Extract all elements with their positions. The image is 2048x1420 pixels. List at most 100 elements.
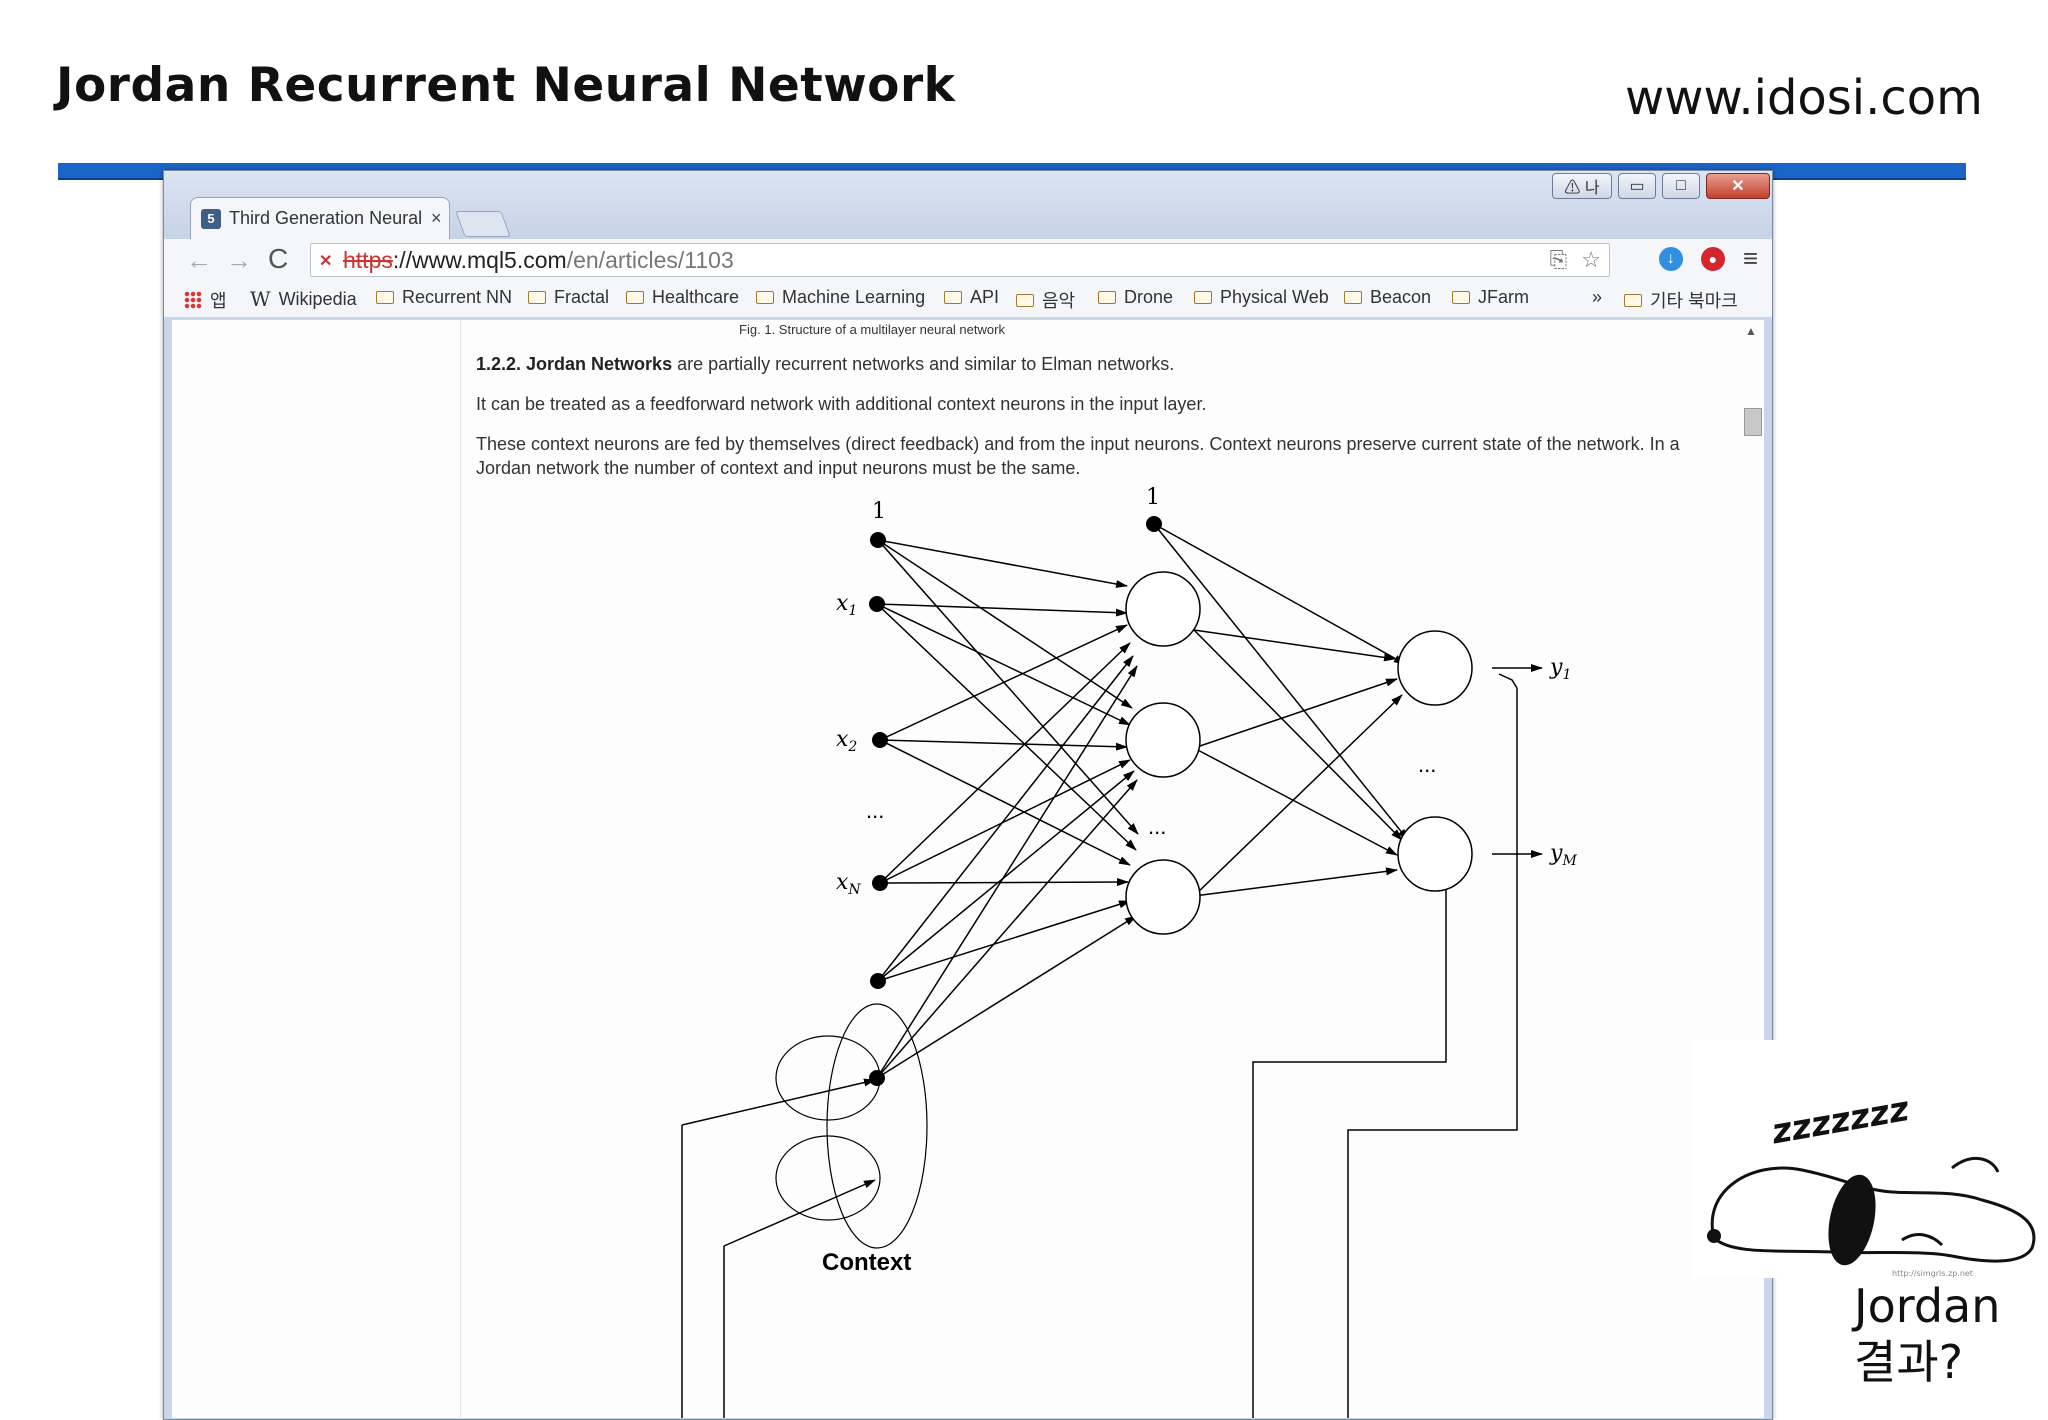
y1-label: y1 xyxy=(1549,655,1571,683)
stop-icon[interactable]: ● xyxy=(1700,246,1725,271)
bookmark-music[interactable]: 음악 xyxy=(1016,287,1075,313)
folder-icon xyxy=(1452,291,1470,304)
output-neuron-1 xyxy=(1397,630,1473,706)
snoopy-drawing: zzzzzzz http://simgrls.zp.net xyxy=(1707,1089,2036,1278)
back-arrow-icon[interactable]: ← xyxy=(186,245,212,275)
bookmark-healthcare[interactable]: Healthcare xyxy=(626,287,739,308)
x2-label: x2 xyxy=(836,727,857,755)
context-node-1 xyxy=(870,973,886,989)
bookmark-apps[interactable]: 앱 xyxy=(184,287,227,313)
address-bar[interactable]: ✕ https://www.mql5.com/en/articles/1103 … xyxy=(310,243,1610,277)
url-path: /en/articles/1103 xyxy=(566,246,734,273)
image-watermark: http://simgrls.zp.net xyxy=(1892,1269,1973,1278)
forward-arrow-icon[interactable]: → xyxy=(226,245,252,275)
bias-hidden-node xyxy=(1146,516,1162,532)
browser-toolbar: ← → C ✕ https://www.mql5.com/en/articles… xyxy=(164,239,1772,281)
sleep-zzz-text: zzzzzzz xyxy=(1768,1089,1913,1153)
neurons xyxy=(1125,571,1473,935)
bookmarks-bar: 앱 W Wikipedia Recurrent NN Fractal Health… xyxy=(164,281,1772,318)
folder-icon xyxy=(756,291,774,304)
wikipedia-icon: W xyxy=(250,287,271,311)
folder-icon xyxy=(944,291,962,304)
paragraph-1: It can be treated as a feedforward netwo… xyxy=(476,394,1207,414)
snoopy-paw xyxy=(1901,1233,1944,1247)
reload-icon[interactable]: C xyxy=(268,243,289,274)
bookmarks-overflow-chevron[interactable]: » xyxy=(1592,287,1603,307)
scroll-thumb[interactable] xyxy=(1744,408,1762,436)
bookmark-label: JFarm xyxy=(1478,287,1529,307)
warning-button[interactable]: ⚠ 나 xyxy=(1552,173,1612,199)
heading-bold: 1.2.2. Jordan Networks xyxy=(476,354,673,374)
minimize-button[interactable]: ▭ xyxy=(1618,173,1656,199)
bookmark-label: 기타 북마크 xyxy=(1650,291,1738,311)
bias-hidden-label: 1 xyxy=(1146,485,1160,510)
hidden-neuron-3 xyxy=(1125,859,1201,935)
download-icon[interactable]: ↓ xyxy=(1658,246,1683,271)
vertical-scrollbar[interactable]: ▲ xyxy=(1742,324,1762,1414)
page-column-divider xyxy=(460,320,461,1418)
bookmark-label: 앱 xyxy=(210,291,227,311)
bookmark-fractal[interactable]: Fractal xyxy=(528,287,609,308)
bookmark-other[interactable]: 기타 북마크 xyxy=(1624,287,1738,313)
browser-tab[interactable]: 5 Third Generation Neural × xyxy=(190,197,450,239)
ellipsis-inputs: ... xyxy=(866,798,884,823)
slide-title: Jordan Recurrent Neural Network xyxy=(56,58,956,113)
input-nodes xyxy=(869,516,1162,1086)
close-window-button[interactable]: ✕ xyxy=(1706,173,1770,199)
folder-icon xyxy=(1098,291,1116,304)
heading-rest: are partially recurrent networks and sim… xyxy=(672,354,1175,374)
url-scheme: https xyxy=(343,246,393,273)
apps-icon xyxy=(184,291,202,309)
translate-icon[interactable]: ⎘ xyxy=(1549,247,1568,272)
bookmark-label: Drone xyxy=(1124,287,1174,307)
overlay-caption: Jordan 결과? xyxy=(1848,1278,2007,1390)
diagram-labels: 1 1 x1 x2 ... xN ... ... y1 yM Context xyxy=(822,485,1577,1276)
input-node-xn xyxy=(872,875,888,891)
browser-titlebar: ⚠ 나 ▭ □ ✕ 5 Third Generation Neural × xyxy=(164,171,1772,239)
folder-icon xyxy=(1194,291,1212,304)
maximize-button[interactable]: □ xyxy=(1662,173,1700,199)
output-neuron-m xyxy=(1397,816,1473,892)
bookmark-jfarm[interactable]: JFarm xyxy=(1452,287,1529,308)
feedback-loops xyxy=(681,673,1518,1418)
bookmark-api[interactable]: API xyxy=(944,287,999,308)
star-icon[interactable]: ☆ xyxy=(1581,247,1601,272)
folder-icon xyxy=(626,291,644,304)
input-to-hidden-edges xyxy=(876,539,1139,1079)
bookmark-label: Healthcare xyxy=(652,287,740,307)
folder-icon xyxy=(1624,293,1642,307)
bookmark-label: Physical Web xyxy=(1220,287,1329,307)
bookmark-drone[interactable]: Drone xyxy=(1098,287,1173,308)
paragraph-2-line-1: These context neurons are fed by themsel… xyxy=(476,434,1680,454)
caption-line-1: Jordan xyxy=(1854,1279,2001,1333)
xn-label: xN xyxy=(836,870,861,898)
url-host: ://www.mql5.com xyxy=(392,246,567,273)
menu-icon[interactable]: ≡ xyxy=(1742,243,1758,273)
browser-window: ⚠ 나 ▭ □ ✕ 5 Third Generation Neural × ← … xyxy=(163,170,1773,1420)
hidden-neuron-2 xyxy=(1125,702,1201,778)
new-tab-button[interactable] xyxy=(455,211,511,237)
bookmark-machine-learning[interactable]: Machine Learning xyxy=(756,287,925,308)
bookmark-physical-web[interactable]: Physical Web xyxy=(1194,287,1329,308)
snoopy-ear-tip xyxy=(1951,1157,2000,1173)
context-ellipses xyxy=(775,1003,928,1249)
bookmark-beacon[interactable]: Beacon xyxy=(1344,287,1431,308)
bookmark-recurrent-nn[interactable]: Recurrent NN xyxy=(376,287,512,308)
hidden-neuron-1 xyxy=(1125,571,1201,647)
tab-title: Third Generation Neural xyxy=(229,208,423,228)
scroll-up-arrow-icon[interactable]: ▲ xyxy=(1745,324,1757,338)
caption-line-2: 결과? xyxy=(1854,1335,1964,1389)
context-label: Context xyxy=(822,1249,911,1276)
bookmark-label: Wikipedia xyxy=(278,288,357,309)
folder-icon xyxy=(528,291,546,304)
insecure-lock-icon: ✕ xyxy=(319,253,333,270)
sleeping-snoopy-image: zzzzzzz http://simgrls.zp.net xyxy=(1692,1040,2048,1278)
context-node-2 xyxy=(869,1070,885,1086)
tab-close-icon[interactable]: × xyxy=(431,208,442,228)
input-node-x2 xyxy=(872,732,888,748)
folder-icon xyxy=(1016,293,1034,307)
bias-input-node xyxy=(870,532,886,548)
bookmark-wikipedia[interactable]: W Wikipedia xyxy=(250,287,357,311)
snoopy-nose xyxy=(1707,1229,1721,1243)
slide-url: www.idosi.com xyxy=(1625,70,1983,126)
